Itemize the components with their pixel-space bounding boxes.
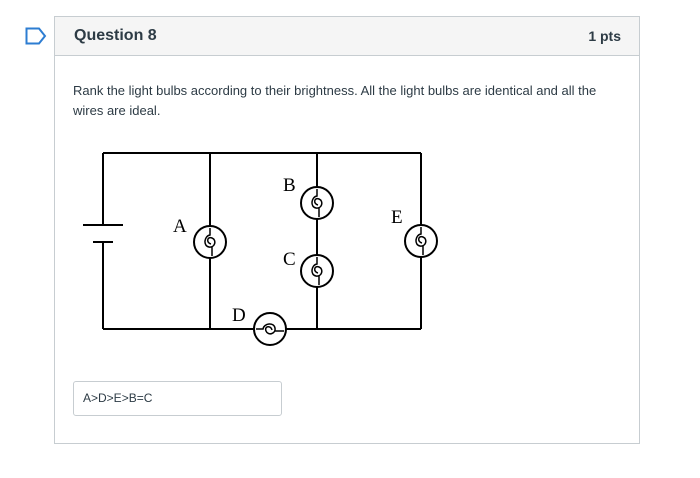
filament-b <box>311 189 323 217</box>
question-header: Question 8 1 pts <box>55 17 639 56</box>
filament-c <box>311 257 323 285</box>
bookmark-flag-icon[interactable] <box>25 27 47 45</box>
question-text: Rank the light bulbs according to their … <box>73 83 597 118</box>
bulb-e <box>404 224 438 258</box>
bulb-b <box>300 186 334 220</box>
question-title: Question 8 <box>74 27 157 44</box>
bulb-label-a: A <box>173 216 187 237</box>
bulb-label-b: B <box>283 175 296 196</box>
question-points: 1 pts <box>588 28 621 44</box>
bulb-label-d: D <box>232 305 246 326</box>
bulb-label-e: E <box>391 207 403 228</box>
question-card: Question 8 1 pts Rank the light bulbs ac… <box>54 16 640 444</box>
bulb-c <box>300 254 334 288</box>
filament-a <box>204 228 216 256</box>
bulb-d <box>253 312 287 346</box>
filament-e <box>415 227 427 255</box>
filament-d <box>256 323 284 335</box>
bulb-a <box>193 225 227 259</box>
bulb-label-c: C <box>283 249 296 270</box>
circuit-diagram: A B C D E <box>83 152 438 346</box>
answer-display: A>D>E>B=C <box>73 381 282 416</box>
